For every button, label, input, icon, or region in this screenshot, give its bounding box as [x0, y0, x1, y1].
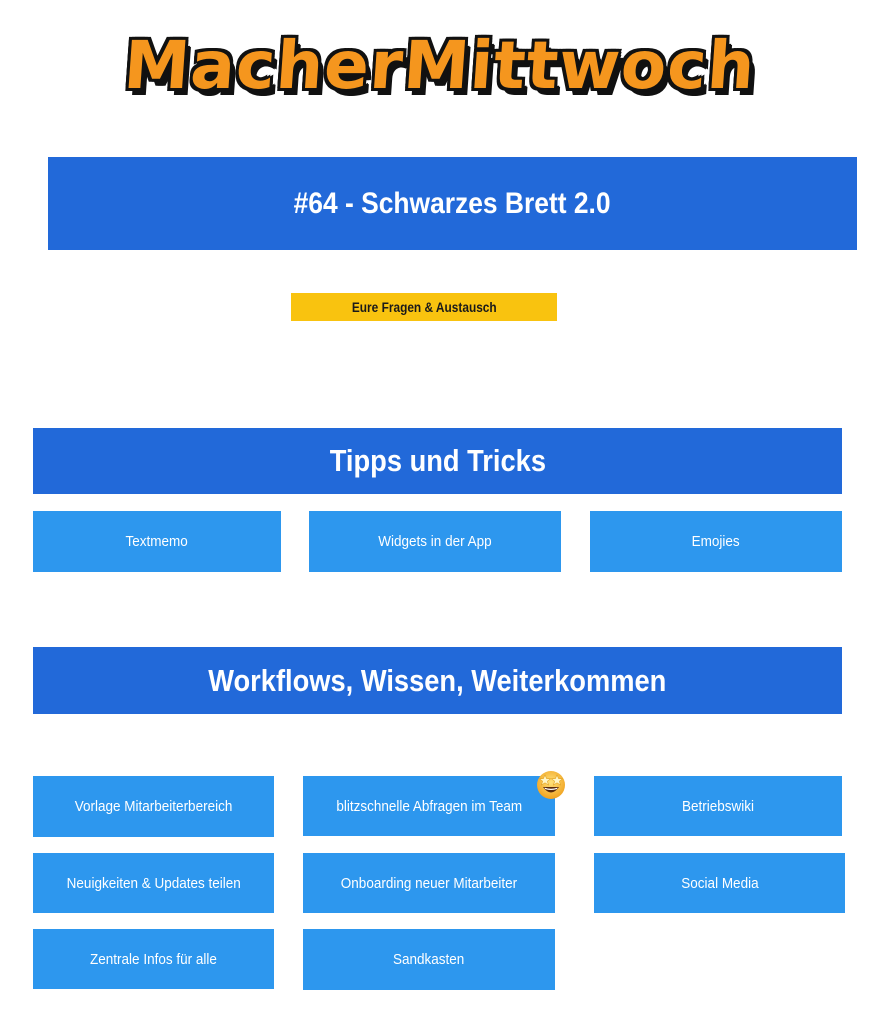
questions-tag-button[interactable]: Eure Fragen & Austausch: [291, 293, 557, 321]
tile-betriebswiki[interactable]: Betriebswiki: [594, 776, 842, 836]
tile-textmemo[interactable]: Textmemo: [33, 511, 281, 572]
tile-sandkasten[interactable]: Sandkasten: [303, 929, 555, 990]
tile-label: Onboarding neuer Mitarbeiter: [340, 874, 518, 892]
macher-mittwoch-logo: MacherMittwoch: [70, 22, 810, 110]
tile-social-media[interactable]: Social Media: [594, 853, 845, 913]
tile-emojies[interactable]: Emojies: [590, 511, 842, 572]
logo-text: MacherMittwoch: [121, 27, 759, 104]
tile-zentrale-infos[interactable]: Zentrale Infos für alle: [33, 929, 274, 989]
tile-label: Widgets in der App: [378, 533, 492, 550]
tile-widgets-in-der-app[interactable]: Widgets in der App: [309, 511, 561, 572]
tag-label: Eure Fragen & Austausch: [351, 299, 497, 315]
tile-label: Neuigkeiten & Updates teilen: [66, 874, 241, 892]
tile-vorlage-mitarbeiterbereich[interactable]: Vorlage Mitarbeiterbereich: [33, 776, 274, 837]
tile-label: Sandkasten: [393, 951, 465, 968]
tile-neuigkeiten-updates[interactable]: Neuigkeiten & Updates teilen: [33, 853, 274, 913]
tile-label: Emojies: [691, 533, 741, 550]
tile-label: Zentrale Infos für alle: [90, 950, 217, 968]
star-struck-emoji-icon: [535, 768, 567, 800]
section-heading-text: Workflows, Wissen, Weiterkommen: [208, 662, 667, 698]
tile-label: blitzschnelle Abfragen im Team: [336, 797, 522, 815]
tile-onboarding[interactable]: Onboarding neuer Mitarbeiter: [303, 853, 555, 913]
section-heading-tips: Tipps und Tricks: [33, 428, 842, 494]
section-heading-text: Tipps und Tricks: [329, 443, 546, 478]
tile-label: Social Media: [680, 874, 759, 892]
page-title: #64 - Schwarzes Brett 2.0: [294, 186, 611, 220]
tile-label: Textmemo: [125, 533, 189, 550]
episode-title-banner: #64 - Schwarzes Brett 2.0: [48, 157, 857, 250]
tile-label: Betriebswiki: [681, 797, 755, 815]
tile-label: Vorlage Mitarbeiterbereich: [74, 798, 233, 815]
tile-blitzschnelle-abfragen[interactable]: blitzschnelle Abfragen im Team: [303, 776, 555, 836]
section-heading-workflows: Workflows, Wissen, Weiterkommen: [33, 647, 842, 714]
